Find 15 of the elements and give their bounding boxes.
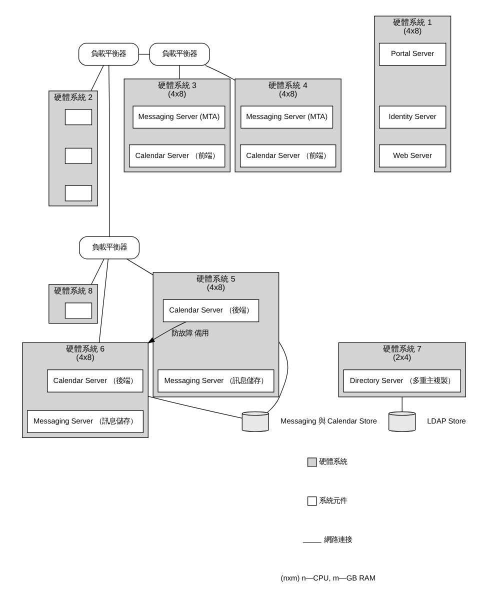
connector — [98, 258, 108, 344]
connector — [108, 65, 110, 237]
node-box — [64, 185, 92, 202]
connector — [90, 258, 104, 285]
connector — [126, 258, 154, 276]
node-box — [64, 109, 92, 126]
connector — [148, 396, 242, 418]
node-box — [64, 148, 92, 164]
connector — [179, 65, 180, 80]
connector — [267, 341, 288, 413]
connector — [90, 65, 104, 92]
connector — [205, 65, 236, 81]
arrow — [147, 322, 186, 344]
node-box — [64, 302, 92, 319]
connector — [138, 54, 150, 55]
